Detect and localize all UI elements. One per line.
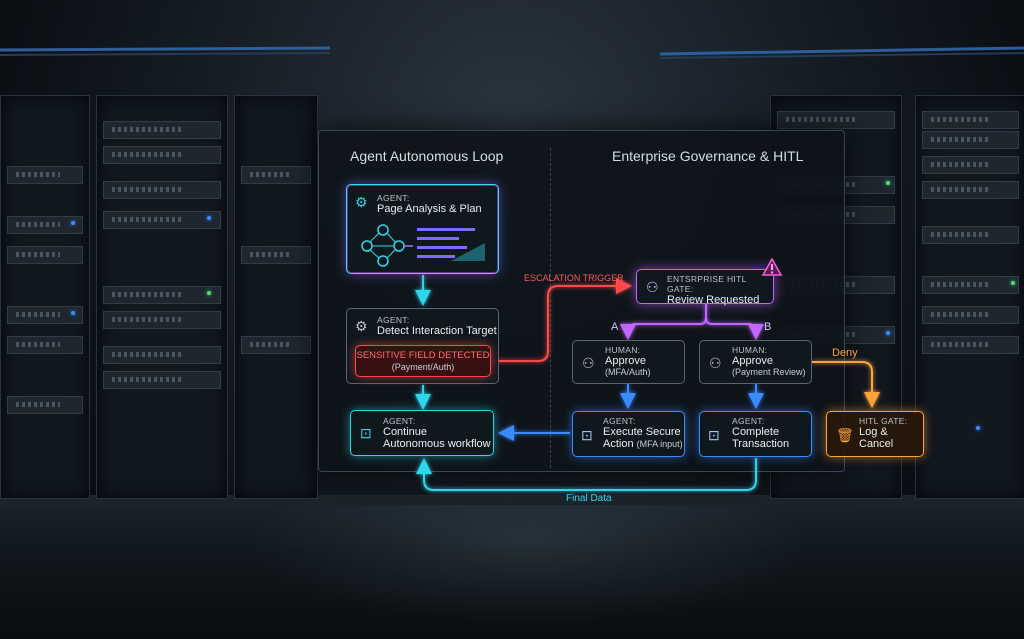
arrow-final-data bbox=[416, 458, 757, 491]
node-role-label: HUMAN: bbox=[605, 345, 641, 355]
node-subtitle: (Payment Review) bbox=[732, 367, 806, 377]
node-title: Approve bbox=[732, 355, 773, 367]
node-role-label: ENTSRPRISE HITL GATE: bbox=[667, 274, 747, 294]
node-sensitive-field-detected[interactable]: SENSITIVE FIELD DETECTED (Payment/Auth) bbox=[355, 345, 491, 377]
node-title: Detect Interaction Target bbox=[377, 325, 497, 337]
branch-a-label: A bbox=[611, 321, 619, 333]
node-page-analysis-plan[interactable]: ⚙ AGENT: Page Analysis & Plan bbox=[346, 184, 499, 274]
final-data-label: Final Data bbox=[566, 493, 612, 504]
node-title: SENSITIVE FIELD DETECTED bbox=[356, 350, 490, 361]
node-title: Approve bbox=[605, 355, 646, 367]
node-subtitle: (MFA input) bbox=[636, 439, 683, 449]
section-divider bbox=[550, 148, 551, 468]
gear-icon: ⚙ bbox=[355, 194, 368, 210]
server-rack bbox=[234, 95, 318, 499]
node-role-label: AGENT: bbox=[383, 416, 416, 426]
node-continue-autonomous-workflow[interactable]: ⊡ AGENT: Continue Autonomous workflow bbox=[350, 410, 494, 456]
node-role-label: AGENT: bbox=[377, 193, 410, 203]
node-role-label: AGENT: bbox=[732, 416, 765, 426]
node-role-label: HUMAN: bbox=[732, 345, 768, 355]
left-section-title: Agent Autonomous Loop bbox=[350, 148, 504, 164]
user-icon: ⚇ bbox=[582, 355, 595, 371]
node-title-line-1: Continue bbox=[383, 426, 428, 438]
gear-icon: ⚙ bbox=[355, 318, 368, 334]
right-section-title: Enterprise Governance & HITL bbox=[612, 148, 804, 164]
escalation-trigger-label: ESCALATION TRIGGER bbox=[524, 273, 624, 283]
server-rack bbox=[96, 95, 228, 499]
node-human-approve-mfa[interactable]: ⚇ HUMAN: Approve (MFA/Auth) bbox=[572, 340, 685, 384]
warning-icon bbox=[761, 257, 783, 276]
user-icon: ⚇ bbox=[709, 355, 722, 371]
network-analysis-icon bbox=[361, 224, 485, 267]
node-title-line-1: Complete bbox=[732, 426, 780, 438]
trash-icon: 🗑 bbox=[836, 427, 854, 443]
node-title-line-2: Cancel bbox=[859, 438, 894, 450]
node-role-label: AGENT: bbox=[377, 315, 410, 325]
node-title: Review Requested bbox=[667, 294, 760, 306]
robot-icon: ⊡ bbox=[360, 425, 372, 441]
user-icon: ⚇ bbox=[646, 279, 659, 295]
arrow-deny bbox=[812, 361, 880, 408]
node-subtitle: (MFA/Auth) bbox=[605, 367, 651, 377]
robot-icon: ⊡ bbox=[581, 427, 593, 443]
node-execute-secure-action[interactable]: ⊡ AGENT: Execute Secure Action (MFA inpu… bbox=[572, 411, 685, 457]
node-title: Page Analysis & Plan bbox=[377, 203, 482, 215]
floor bbox=[0, 495, 1024, 639]
branch-b-label: B bbox=[764, 321, 772, 333]
arrow-gate-to-a bbox=[620, 304, 707, 340]
node-title-line-2: Transaction bbox=[732, 438, 790, 450]
node-hitl-gate-review[interactable]: ⚇ ENTSRPRISE HITL GATE: Review Requested bbox=[636, 269, 774, 306]
node-title-line-1: Log & bbox=[859, 426, 888, 438]
arrow-gate-to-b bbox=[705, 304, 764, 340]
node-role-label: AGENT: bbox=[603, 416, 636, 426]
node-complete-transaction[interactable]: ⊡ AGENT: Complete Transaction bbox=[699, 411, 812, 457]
node-human-approve-payment[interactable]: ⚇ HUMAN: Approve (Payment Review) bbox=[699, 340, 812, 384]
node-title-line-1: Execute Secure bbox=[603, 426, 681, 438]
node-subtitle: (Payment/Auth) bbox=[391, 362, 455, 372]
deny-label: Deny bbox=[832, 347, 858, 359]
node-title-line-2: Autonomous workflow bbox=[383, 438, 491, 450]
node-title-line-2: Action bbox=[603, 438, 634, 450]
arrow-escalation bbox=[492, 278, 632, 362]
node-role-label: HITL GATE: bbox=[859, 416, 908, 426]
node-log-and-cancel[interactable]: 🗑 HITL GATE: Log & Cancel bbox=[826, 411, 924, 457]
server-rack bbox=[0, 95, 90, 499]
robot-icon: ⊡ bbox=[708, 427, 720, 443]
floor-reflection bbox=[250, 505, 810, 625]
server-rack bbox=[915, 95, 1024, 499]
ceiling-cable-tray bbox=[0, 46, 1024, 59]
